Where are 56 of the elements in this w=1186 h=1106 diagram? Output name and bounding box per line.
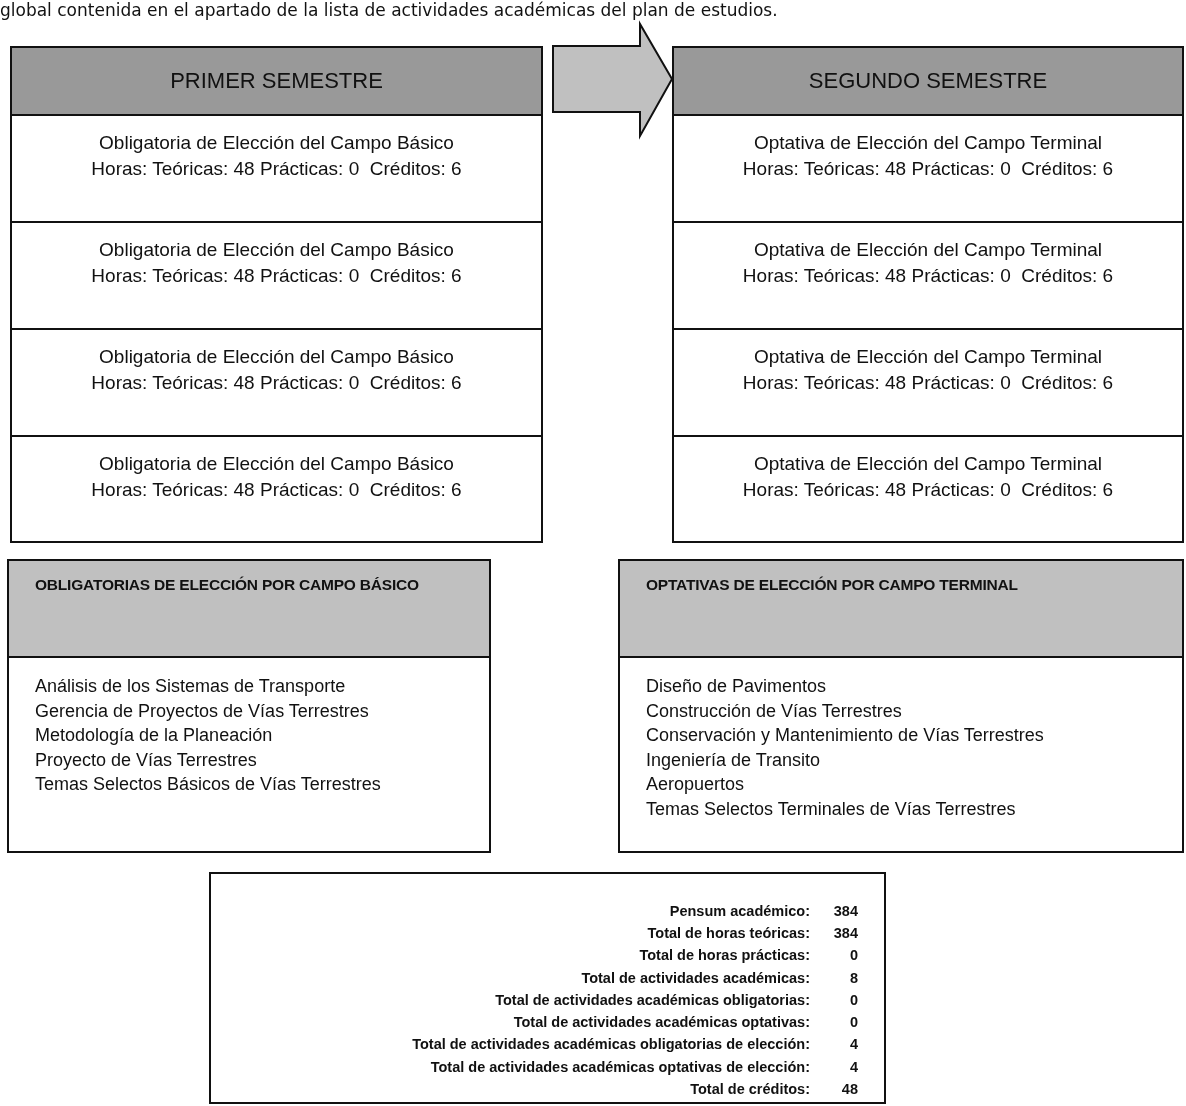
summary-label: Pensum académico: [668, 902, 810, 921]
summary-label: Total de horas teóricas: [646, 924, 810, 944]
course-text: Horas: Teóricas: 48 Prácticas: 0 Créditos: 6 [90, 478, 463, 502]
course-name: Proyecto de Vías Terrestres [34, 748, 258, 772]
course-list-box [7, 559, 491, 853]
course-text: Optativa de Elección del Campo Terminal [752, 345, 1104, 369]
course-text: Horas: Teóricas: 48 Prácticas: 0 Créditos: 6 [90, 264, 463, 288]
summary-label: Total de actividades académicas obligatorias: [494, 990, 810, 1010]
summary-label: Total de actividades académicas obligatorias de elección: [412, 1035, 810, 1055]
course-name: Análisis de los Sistemas de Transporte [34, 675, 347, 698]
column-header: SEGUNDO SEMESTRE [674, 48, 1182, 116]
course-text: Optativa de Elección del Campo Terminal [752, 131, 1104, 155]
course-text: Obligatoria de Elección del Campo Básico [98, 238, 455, 262]
summary-value: 384 [832, 924, 858, 944]
course-text: Obligatoria de Elección del Campo Básico [98, 131, 455, 155]
course-list-box [618, 559, 1184, 853]
course-text: Horas: Teóricas: 48 Prácticas: 0 Créditos: 6 [741, 157, 1115, 181]
course-text: Horas: Teóricas: 48 Prácticas: 0 Créditos: 6 [741, 371, 1115, 395]
course-text: Optativa de Elección del Campo Terminal [752, 238, 1104, 262]
summary-value: 4 [848, 1057, 858, 1077]
list-heading: OBLIGATORIAS DE ELECCIÓN POR CAMPO BÁSICO [9, 561, 489, 658]
course-text: Horas: Teóricas: 48 Prácticas: 0 Créditos: 6 [741, 264, 1115, 288]
course-text: Obligatoria de Elección del Campo Básico [98, 452, 455, 476]
course-name: Gerencia de Proyectos de Vías Terrestres [34, 699, 370, 723]
semester-panel [672, 46, 1184, 543]
summary-value: 0 [848, 946, 858, 966]
course-name: Temas Selectos Básicos de Vías Terrestres [34, 773, 382, 796]
summary-value: 384 [832, 902, 858, 921]
summary-value: 0 [848, 990, 858, 1010]
summary-value: 4 [848, 1035, 858, 1055]
course-name: Diseño de Pavimentos [645, 675, 828, 698]
block-arrow [552, 20, 674, 140]
summary-label: Total de actividades académicas optativas: [512, 1013, 810, 1033]
summary-label: Total de actividades académicas optativas de elección: [429, 1057, 810, 1077]
course-name: Ingeniería de Transito [645, 748, 822, 772]
intro-text: global contenida en el apartado de la lista de actividades académicas del plan de estudios. [0, 0, 778, 20]
semester-panel [10, 46, 543, 543]
summary-value: 0 [848, 1013, 858, 1033]
course-text: Optativa de Elección del Campo Terminal [752, 452, 1104, 476]
summary-label: Total de horas prácticas: [638, 946, 810, 966]
course-name: Conservación y Mantenimiento de Vías Terrestres [645, 724, 1045, 747]
course-text: Horas: Teóricas: 48 Prácticas: 0 Créditos: 6 [90, 371, 463, 395]
course-text: Horas: Teóricas: 48 Prácticas: 0 Créditos: 6 [90, 157, 463, 181]
course-name: Aeropuertos [645, 773, 746, 796]
course-name: Metodología de la Planeación [34, 724, 274, 747]
summary-box [209, 872, 886, 1104]
list-heading: OPTATIVAS DE ELECCIÓN POR CAMPO TERMINAL [620, 561, 1182, 658]
summary-label: Total de actividades académicas: [580, 968, 810, 988]
course-text: Obligatoria de Elección del Campo Básico [98, 345, 455, 369]
summary-value: 48 [840, 1079, 858, 1099]
summary-label: Total de créditos: [689, 1079, 810, 1099]
summary-value: 8 [848, 968, 858, 988]
course-text: Horas: Teóricas: 48 Prácticas: 0 Créditos: 6 [741, 478, 1115, 502]
column-header: PRIMER SEMESTRE [12, 48, 541, 116]
course-name: Construcción de Vías Terrestres [645, 699, 903, 723]
course-name: Temas Selectos Terminales de Vías Terrestres [645, 797, 1017, 821]
